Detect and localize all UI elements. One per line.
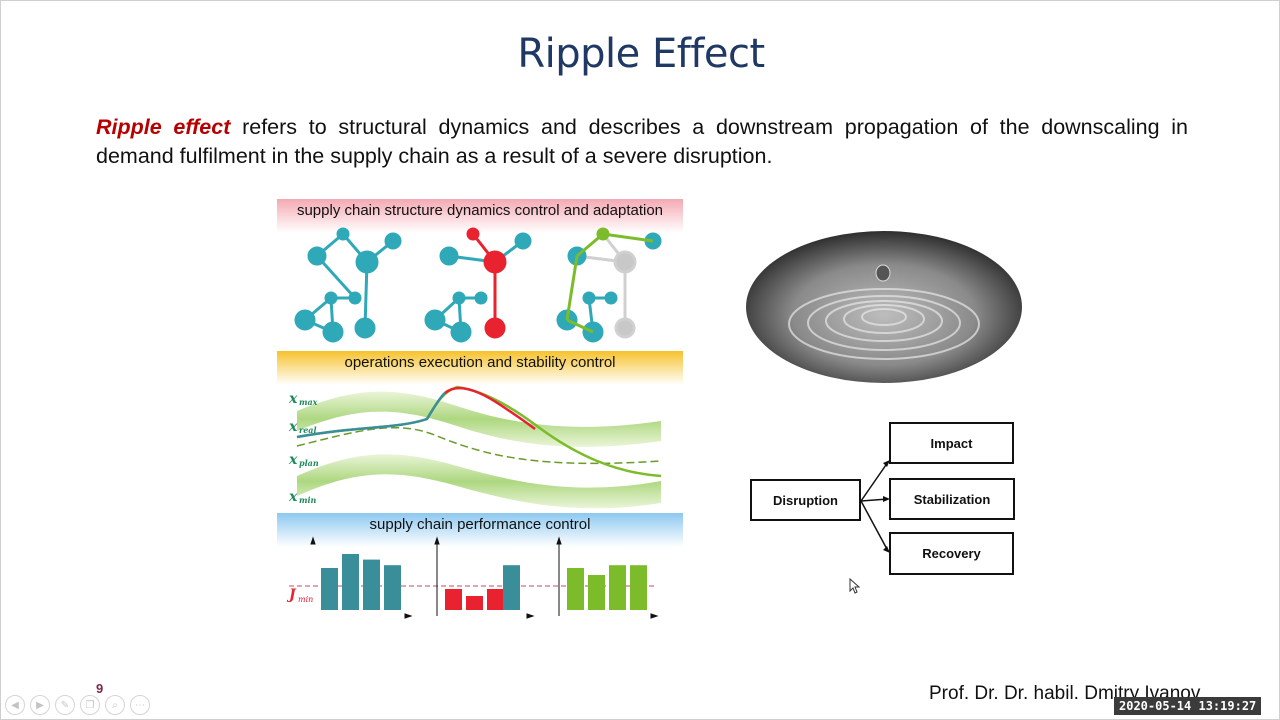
performance-bar-disruption_tail-0 bbox=[503, 565, 520, 610]
performance-bar-recovery-1 bbox=[588, 575, 605, 610]
intro-term: Ripple effect bbox=[96, 115, 231, 139]
timestamp: 2020-05-14 13:19:27 bbox=[1114, 697, 1262, 715]
diagram-arrows bbox=[860, 460, 890, 553]
intro-text: refers to structural dynamics and descri… bbox=[96, 115, 1188, 168]
trajectory-plot: x max x real x plan x min bbox=[288, 385, 662, 509]
network-graphs bbox=[294, 227, 662, 343]
slide-title: Ripple Effect bbox=[517, 31, 765, 77]
more-icon[interactable]: ⋯ bbox=[130, 695, 150, 715]
next-icon[interactable]: ▶ bbox=[30, 695, 50, 715]
band-operations-stability: operations execution and stability contr… bbox=[277, 351, 683, 385]
band-structure-dynamics: supply chain structure dynamics control … bbox=[277, 199, 683, 233]
mouse-cursor bbox=[849, 577, 861, 594]
label-jmin: J bbox=[286, 587, 297, 603]
label-xplan-sub: plan bbox=[299, 458, 319, 468]
prev-icon[interactable]: ◀ bbox=[5, 695, 25, 715]
pen-icon[interactable]: ✎ bbox=[55, 695, 75, 715]
page-number: 9 bbox=[96, 681, 104, 696]
disruption-box: Disruption bbox=[750, 479, 861, 521]
band-performance-control-label: supply chain performance control bbox=[369, 516, 591, 533]
intro-paragraph: Ripple effect refers to structural dynam… bbox=[96, 113, 1188, 171]
band-operations-stability-label: operations execution and stability contr… bbox=[344, 354, 616, 371]
performance-bar-before-1 bbox=[342, 554, 359, 610]
network-adapted bbox=[556, 227, 662, 343]
label-xreal-sub: real bbox=[299, 425, 317, 435]
label-xmax-sub: max bbox=[299, 397, 318, 407]
performance-bar-disruption-2 bbox=[487, 589, 504, 610]
label-xmax: x bbox=[288, 391, 298, 407]
impact-box: Impact bbox=[889, 422, 1014, 464]
stabilization-box: Stabilization bbox=[889, 478, 1015, 520]
label-xmin: x bbox=[288, 489, 298, 505]
label-xplan: x bbox=[288, 452, 298, 468]
label-xreal: x bbox=[288, 419, 298, 435]
band-performance-control: supply chain performance control bbox=[277, 513, 683, 547]
band-structure-dynamics-label: supply chain structure dynamics control … bbox=[296, 202, 664, 219]
performance-bar-before-2 bbox=[363, 559, 380, 610]
bar-layer bbox=[321, 554, 647, 610]
ripple-image bbox=[746, 231, 1022, 383]
performance-bar-recovery-2 bbox=[609, 565, 626, 610]
performance-bar-recovery-3 bbox=[630, 565, 647, 610]
performance-bar-before-3 bbox=[384, 565, 401, 610]
zoom-icon[interactable]: ⌕ bbox=[105, 695, 125, 715]
recovery-box: Recovery bbox=[889, 532, 1014, 575]
performance-bar-disruption-1 bbox=[466, 596, 483, 610]
performance-bar-recovery-0 bbox=[567, 568, 584, 610]
label-xmin-sub: min bbox=[299, 495, 317, 505]
performance-bars: J min bbox=[286, 536, 659, 619]
label-jmin-sub: min bbox=[298, 595, 313, 604]
network-disrupted bbox=[424, 227, 532, 343]
performance-bar-before-0 bbox=[321, 568, 338, 610]
slide-navigation: ◀ ▶ ✎ ❐ ⌕ ⋯ bbox=[5, 695, 150, 715]
network-normal bbox=[294, 227, 402, 343]
copy-icon[interactable]: ❐ bbox=[80, 695, 100, 715]
performance-bar-disruption-0 bbox=[445, 589, 462, 610]
